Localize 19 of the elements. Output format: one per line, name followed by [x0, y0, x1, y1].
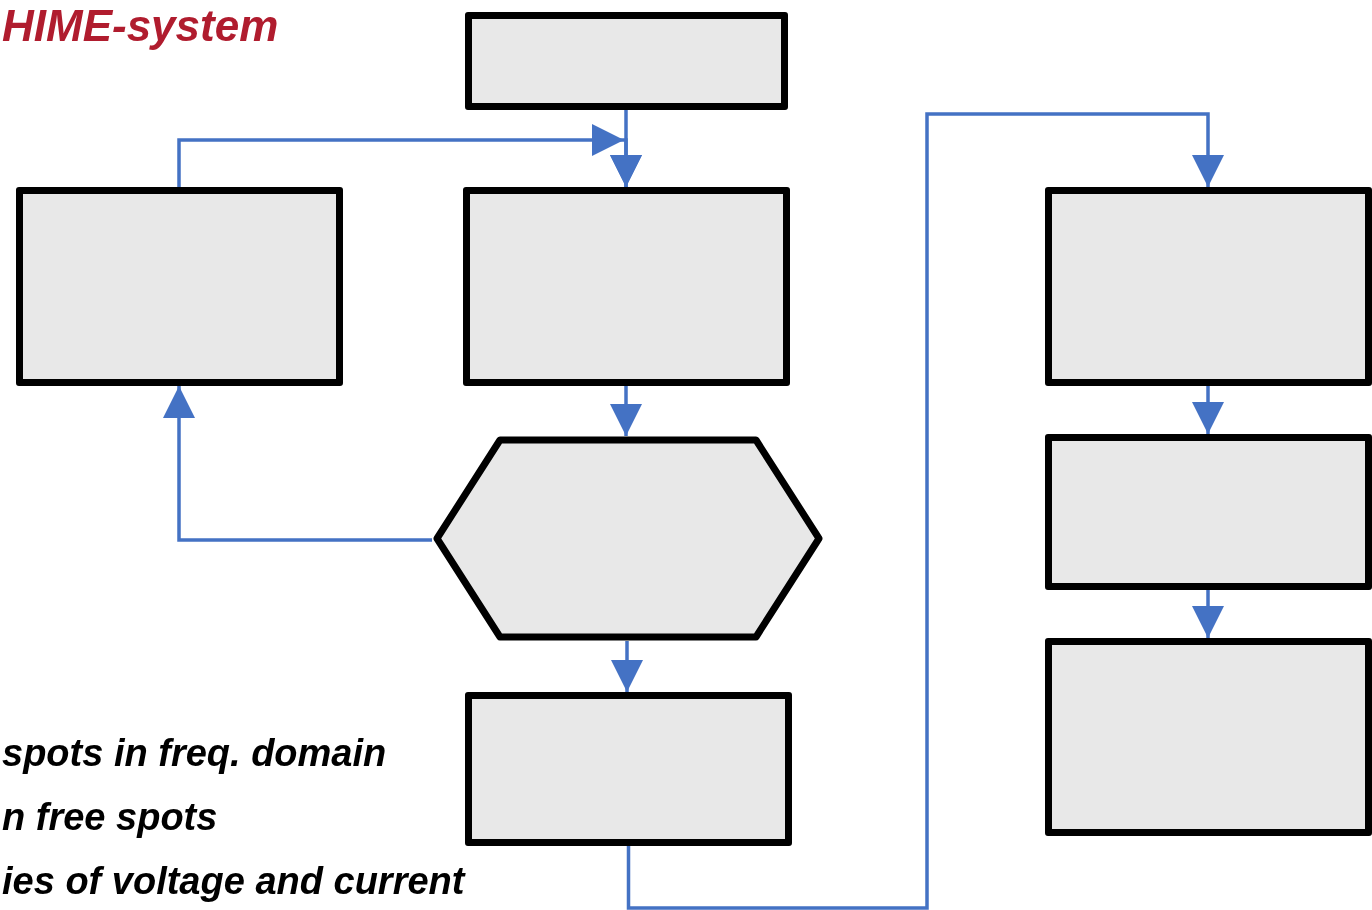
- connector-arrow: [1192, 590, 1224, 638]
- process-box: [465, 692, 792, 846]
- note-text: ies of voltage and current: [2, 861, 465, 903]
- connector-arrow: [610, 386, 642, 436]
- title: HIME-system: [2, 2, 279, 51]
- process-box: [16, 187, 343, 386]
- process-box: [463, 187, 790, 386]
- connector-arrow: [626, 112, 1224, 910]
- connector-arrow: [611, 641, 643, 692]
- process-box: [1045, 187, 1372, 386]
- note-text: n free spots: [2, 797, 218, 839]
- connector-arrow: [1192, 386, 1224, 434]
- process-box: [1045, 434, 1372, 590]
- decision-hexagon: [432, 436, 824, 641]
- process-box: [465, 12, 788, 110]
- note-text: spots in freq. domain: [2, 733, 387, 775]
- process-box: [1045, 638, 1372, 836]
- connector-arrow: [163, 386, 432, 542]
- connector-arrow: [177, 124, 642, 187]
